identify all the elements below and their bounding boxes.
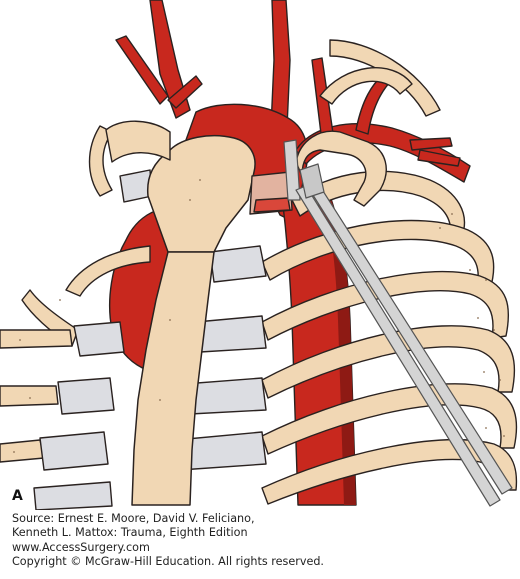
- rib-5-left: [0, 439, 45, 463]
- left-subclavian-branch: [115, 35, 169, 105]
- caption-website: www.AccessSurgery.com: [12, 540, 150, 554]
- descending-aorta-shadow: [322, 196, 356, 505]
- cartilage-left-3: [73, 321, 125, 357]
- cartilage-left-4: [57, 377, 115, 415]
- cartilage-left-6: [33, 481, 113, 510]
- left-ribs: [0, 125, 151, 463]
- caption-source-line-2: Kenneth L. Mattox: Trauma, Eighth Editio…: [12, 526, 248, 540]
- caption-copyright: Copyright © McGraw-Hill Education. All r…: [12, 555, 324, 569]
- cartilage-right-3: [195, 315, 267, 353]
- left-carotid-artery: [149, 0, 191, 119]
- upper-right-bones: [295, 39, 441, 207]
- panel-label: A: [12, 488, 23, 504]
- retractor-blade: [283, 139, 301, 201]
- clavicle-left-stump: [105, 120, 171, 163]
- bone-texture: [13, 179, 505, 453]
- clavicle-resection: [105, 120, 293, 215]
- sternal-body: [131, 251, 215, 506]
- surgical-instruments: [283, 139, 513, 507]
- cartilage-right-2: [209, 245, 267, 283]
- rib-4-left: [0, 385, 59, 407]
- clavicle-right: [295, 130, 387, 207]
- cartilage-left-5: [39, 431, 109, 471]
- clamp-shaft-1: [295, 185, 501, 507]
- costal-cartilages: [33, 169, 267, 510]
- figure-caption: Source: Ernest E. Moore, David V. Felici…: [12, 512, 512, 570]
- axillary-branches: [409, 137, 461, 167]
- rib-2-left: [65, 245, 151, 297]
- rib-1-left: [88, 125, 113, 197]
- anatomical-illustration: [0, 0, 518, 510]
- sternum: [131, 134, 256, 506]
- caption-source-line-1: Source: Ernest E. Moore, David V. Felici…: [12, 512, 255, 525]
- first-rib-inner: [319, 67, 413, 105]
- clamp-jaw: [299, 163, 325, 199]
- first-rib-arc: [329, 39, 441, 117]
- thyrocervical-branch: [167, 75, 203, 109]
- rib-3-left-front: [0, 329, 73, 349]
- resected-segment-edge: [253, 197, 291, 213]
- manubrium: [146, 134, 256, 253]
